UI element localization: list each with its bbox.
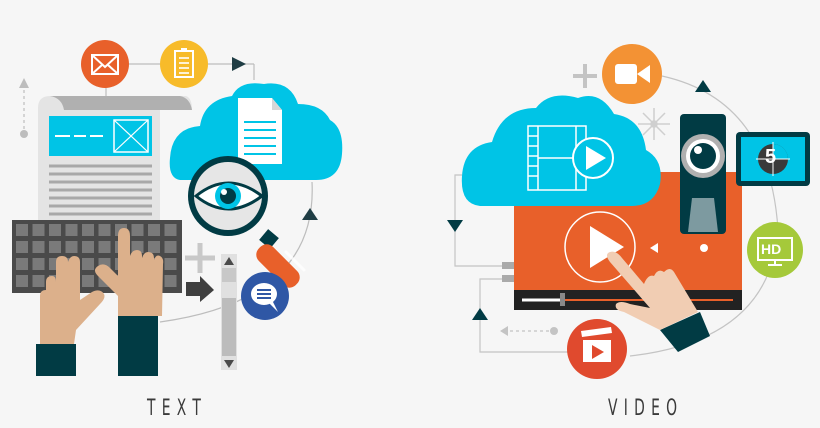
video-illustration: 5 HD VIDEO [410, 0, 820, 428]
clipboard-icon [160, 40, 208, 88]
chat-bubble-icon [241, 272, 289, 320]
arrow-down-icon [447, 220, 463, 232]
document-icon [38, 96, 192, 222]
text-illustration: TEXT [12, 40, 343, 421]
play-icon [564, 211, 636, 283]
document-icon [238, 98, 282, 164]
video-camera-icon [602, 44, 662, 104]
pointing-hand-icon [607, 251, 710, 352]
play-icon [572, 137, 614, 179]
arrow-right-icon [232, 57, 246, 71]
arrow-up-icon [302, 208, 318, 220]
hd-monitor-icon [747, 222, 803, 278]
arrow-up-icon [19, 78, 29, 88]
hands-icon [36, 228, 164, 376]
countdown-icon [736, 132, 810, 186]
plus-icon [573, 64, 597, 88]
scrollbar-icon [221, 254, 237, 370]
hd-label: HD [761, 241, 782, 257]
video-caption: VIDEO [608, 396, 684, 421]
arrow-up-icon [472, 308, 488, 320]
arrow-left-icon [500, 326, 508, 336]
sparkle-icon [638, 108, 670, 140]
plus-icon [185, 243, 215, 273]
envelope-icon [81, 40, 129, 88]
arrow-up-icon [695, 80, 711, 92]
countdown-number: 5 [765, 146, 777, 168]
arrow-right-icon [186, 276, 214, 302]
arrow-left-icon [650, 243, 658, 253]
eye-icon [193, 181, 265, 211]
text-caption: TEXT [147, 396, 208, 421]
magnifier-icon [188, 156, 306, 288]
cloud-icon [461, 95, 661, 206]
webcam-icon [680, 114, 726, 234]
cloud-icon [169, 83, 343, 180]
clapperboard-icon [567, 319, 627, 379]
